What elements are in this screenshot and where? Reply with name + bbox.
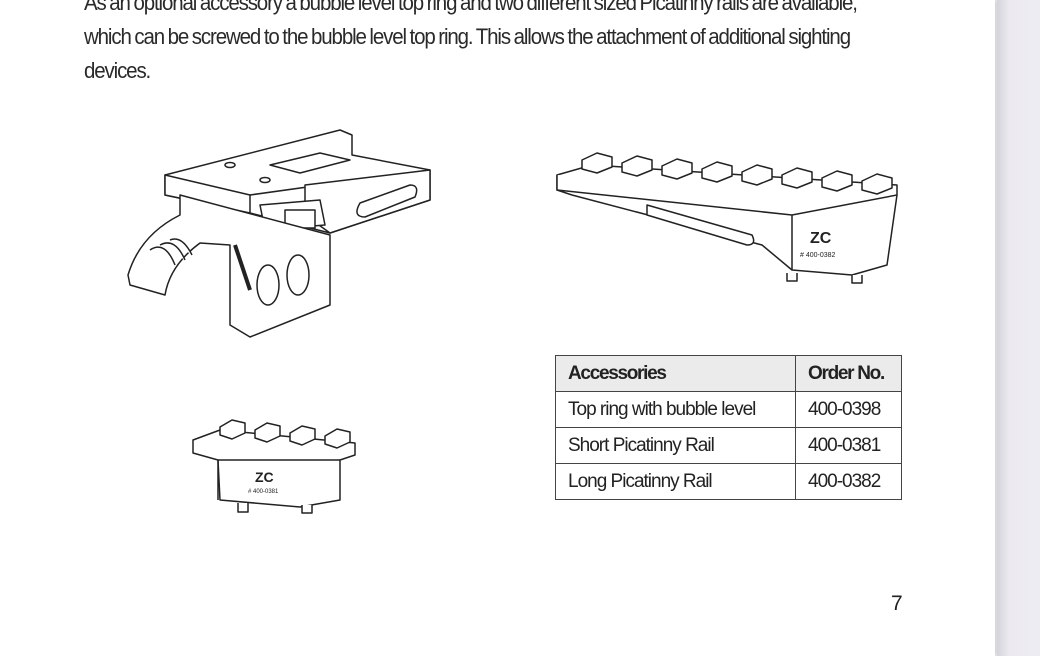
rail-marking: # 400-0382	[800, 252, 836, 259]
table-row: Top ring with bubble level 400-0398	[555, 391, 902, 428]
long-picatinny-rail-drawing: ZC # 400-0382	[556, 152, 898, 284]
column-header-accessories: Accessories	[555, 355, 796, 392]
accessory-name: Long Picatinny Rail	[555, 463, 796, 500]
accessory-name: Top ring with bubble level	[555, 391, 796, 428]
accessory-name: Short Picatinny Rail	[555, 427, 796, 464]
document-page: As an optional accessory a bubble level …	[0, 0, 995, 656]
column-header-order-no: Order No.	[795, 355, 902, 392]
brand-logo: ZC	[255, 469, 274, 485]
table-row: Long Picatinny Rail 400-0382	[555, 463, 902, 500]
page-number: 7	[891, 592, 903, 615]
table-row: Short Picatinny Rail 400-0381	[555, 427, 902, 464]
top-ring-drawing	[127, 129, 431, 338]
order-number: 400-0382	[795, 463, 902, 500]
table-header-row: Accessories Order No.	[555, 355, 902, 392]
body-paragraph: As an optional accessory a bubble level …	[84, 0, 921, 88]
paragraph-line: devices.	[84, 58, 151, 83]
paragraph-line: As an optional accessory a bubble level …	[84, 0, 858, 15]
short-picatinny-rail-drawing: ZC # 400-0381	[192, 419, 356, 514]
order-number: 400-0381	[795, 427, 902, 464]
accessories-table: Accessories Order No. Top ring with bubb…	[555, 355, 902, 500]
order-number: 400-0398	[795, 391, 902, 428]
paragraph-line: which can be screwed to the bubble level…	[84, 24, 851, 49]
viewer-background	[997, 0, 1040, 656]
short-rail-marking: # 400-0381	[248, 489, 279, 495]
brand-logo: ZC	[810, 230, 832, 247]
